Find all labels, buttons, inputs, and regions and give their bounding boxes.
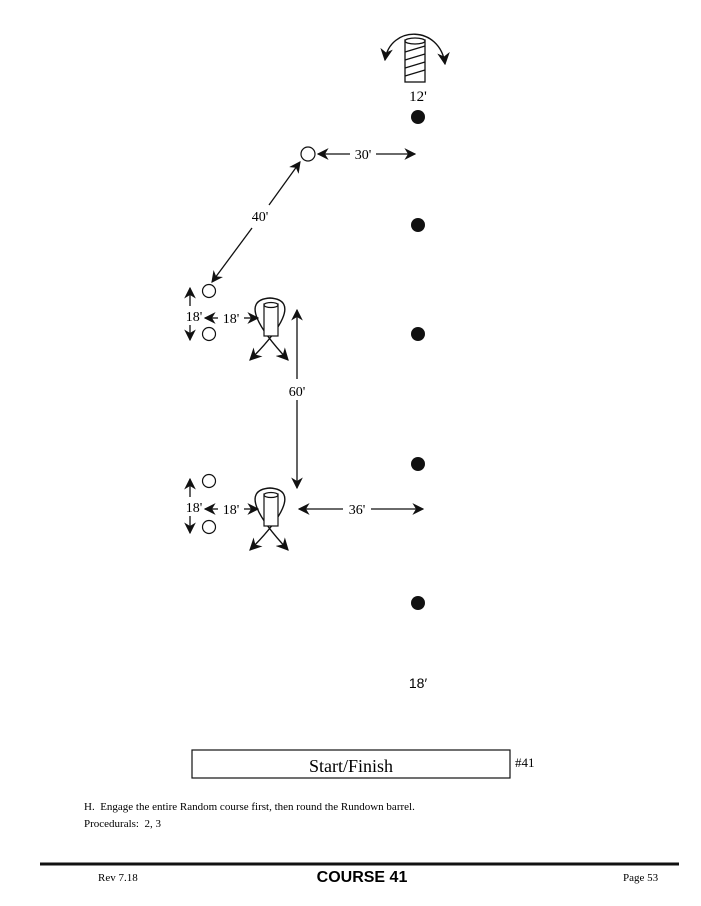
procedurals-line: Procedurals: 2, 3 [84, 818, 161, 830]
distance-label-lower-barrel-gap: 18' [223, 503, 240, 518]
distance-label-upper-barrel-gap: 18' [223, 312, 240, 327]
barrel-icon [249, 297, 289, 361]
lower-barrel-group [184, 473, 289, 551]
start-finish-box [191, 749, 511, 779]
distance-label-40: 40' [252, 210, 269, 225]
distance-label-start: 18′ [409, 675, 428, 691]
barrel-icon [249, 487, 289, 551]
pole-dot [411, 596, 425, 610]
distance-label-36: 36' [349, 503, 366, 518]
pole-dot [411, 218, 425, 232]
start-finish-label: Start/Finish [309, 756, 393, 776]
random-poles [411, 110, 425, 610]
distance-label-lower-pole-gap: 18' [186, 501, 203, 516]
rundown-barrel-icon [380, 33, 450, 83]
footer-title: COURSE 41 [317, 869, 408, 886]
course-tag: #41 [515, 755, 535, 770]
distance-label-top-barrel: 12' [409, 89, 427, 105]
footer-page: Page 53 [623, 872, 659, 884]
distance-label-60: 60' [289, 385, 306, 400]
distance-label-30: 30' [355, 148, 372, 163]
footer-revision: Rev 7.18 [98, 872, 138, 884]
pole-dot [411, 457, 425, 471]
instruction-line: H. Engage the entire Random course first… [84, 801, 415, 813]
distance-label-upper-pole-gap: 18' [186, 310, 203, 325]
upper-barrel-group [184, 283, 289, 361]
open-pole-marker [300, 146, 316, 162]
pole-dot [411, 110, 425, 124]
pole-dot [411, 327, 425, 341]
